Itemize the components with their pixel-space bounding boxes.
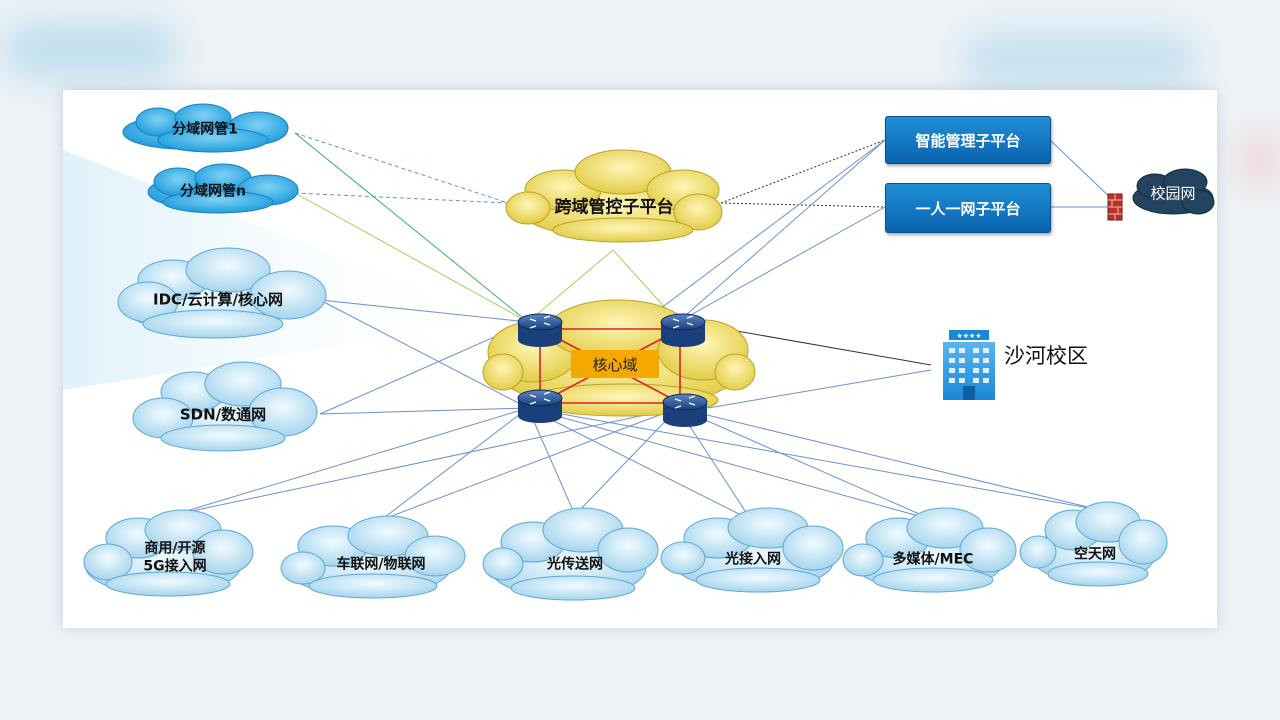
firewall-icon <box>1107 193 1123 221</box>
link-one-core <box>677 206 886 323</box>
cloud-campus-net <box>1132 168 1215 215</box>
building-icon: ★★★★ <box>943 330 995 400</box>
link-cross-core-a <box>527 249 614 323</box>
link-idc-core-bl <box>319 299 529 409</box>
label-5g-line2: 5G接入网 <box>143 558 207 574</box>
cloud-optical-access <box>660 507 844 593</box>
router-bottom-left <box>517 389 563 423</box>
link-smart-core <box>677 139 886 323</box>
link-mgmtn-core <box>294 192 529 323</box>
label-multimedia: 多媒体/MEC <box>892 551 974 568</box>
label-space-air: 空天网 <box>1074 546 1116 563</box>
cloud-subnet-mgmt-n <box>147 163 299 214</box>
label-subnet-mgmt-1: 分域网管1 <box>172 121 238 138</box>
label-campus-net: 校园网 <box>1150 184 1196 203</box>
link-cross-one <box>720 202 886 208</box>
label-cross-domain: 跨域管控子平台 <box>554 197 674 218</box>
svg-text:★★★★: ★★★★ <box>956 332 981 340</box>
link-core-shahe-b <box>707 369 932 409</box>
label-idc: IDC/云计算/核心网 <box>153 290 283 309</box>
label-core-domain: 核心域 <box>592 355 638 374</box>
link-mgmt1-cross <box>294 132 509 204</box>
link-mgmt1-core <box>294 132 529 323</box>
topology-diagram: ★★★★ <box>63 103 1215 601</box>
link-br-space <box>677 407 1101 511</box>
cloud-subnet-mgmt-1 <box>122 103 289 153</box>
diagram-panel: ★★★★ <box>63 90 1217 628</box>
label-optical-transport: 光传送网 <box>547 556 603 573</box>
link-idc-core-tl <box>319 299 529 323</box>
router-bottom-right <box>662 393 708 427</box>
link-bl-oan <box>527 407 752 521</box>
label-smart-mgmt: 智能管理子平台 <box>915 131 1021 150</box>
label-5g-line1: 商用/开源 <box>144 540 206 557</box>
cloud-cross-domain <box>505 149 723 243</box>
cloud-idc <box>117 247 327 339</box>
cloud-space-air <box>1019 501 1168 587</box>
cloud-optical-transport <box>482 507 659 601</box>
link-bl-space <box>527 407 1101 511</box>
link-cross-smart <box>720 139 886 204</box>
link-br-iov <box>380 407 679 521</box>
label-shahe-campus: 沙河校区 <box>1004 343 1088 368</box>
link-smart-campus <box>1049 139 1116 203</box>
link-bl-otn <box>527 407 576 516</box>
smart-mgmt-platform-button[interactable]: 智能管理子平台 <box>885 116 1051 164</box>
label-optical-access: 光接入网 <box>725 551 781 568</box>
cloud-iov <box>280 515 466 599</box>
cloud-sdn <box>132 361 318 452</box>
link-bl-5g <box>172 407 529 516</box>
link-mgmtn-cross <box>294 192 509 204</box>
one-person-platform-button[interactable]: 一人一网子平台 <box>885 183 1051 233</box>
link-br-5g <box>172 407 679 516</box>
link-core-shahe-a <box>707 325 932 366</box>
core-domain-box: 核心域 <box>571 350 659 378</box>
label-sdn: SDN/数通网 <box>179 405 267 424</box>
label-5g-access: 商用/开源 5G接入网 <box>143 541 206 576</box>
link-br-otn <box>574 407 679 516</box>
label-subnet-mgmt-n: 分域网管n <box>180 183 246 200</box>
link-sdn-core-bl <box>319 407 529 415</box>
router-top-left <box>517 313 563 347</box>
link-bl-mec <box>527 407 934 521</box>
label-one-person: 一人一网子平台 <box>915 199 1021 218</box>
link-br-mec <box>677 407 934 521</box>
label-iov: 车联网/物联网 <box>336 556 426 573</box>
cloud-multimedia <box>842 507 1017 593</box>
link-bl-iov <box>380 407 529 521</box>
cloud-5g-access <box>83 509 254 597</box>
router-top-right <box>660 313 706 347</box>
